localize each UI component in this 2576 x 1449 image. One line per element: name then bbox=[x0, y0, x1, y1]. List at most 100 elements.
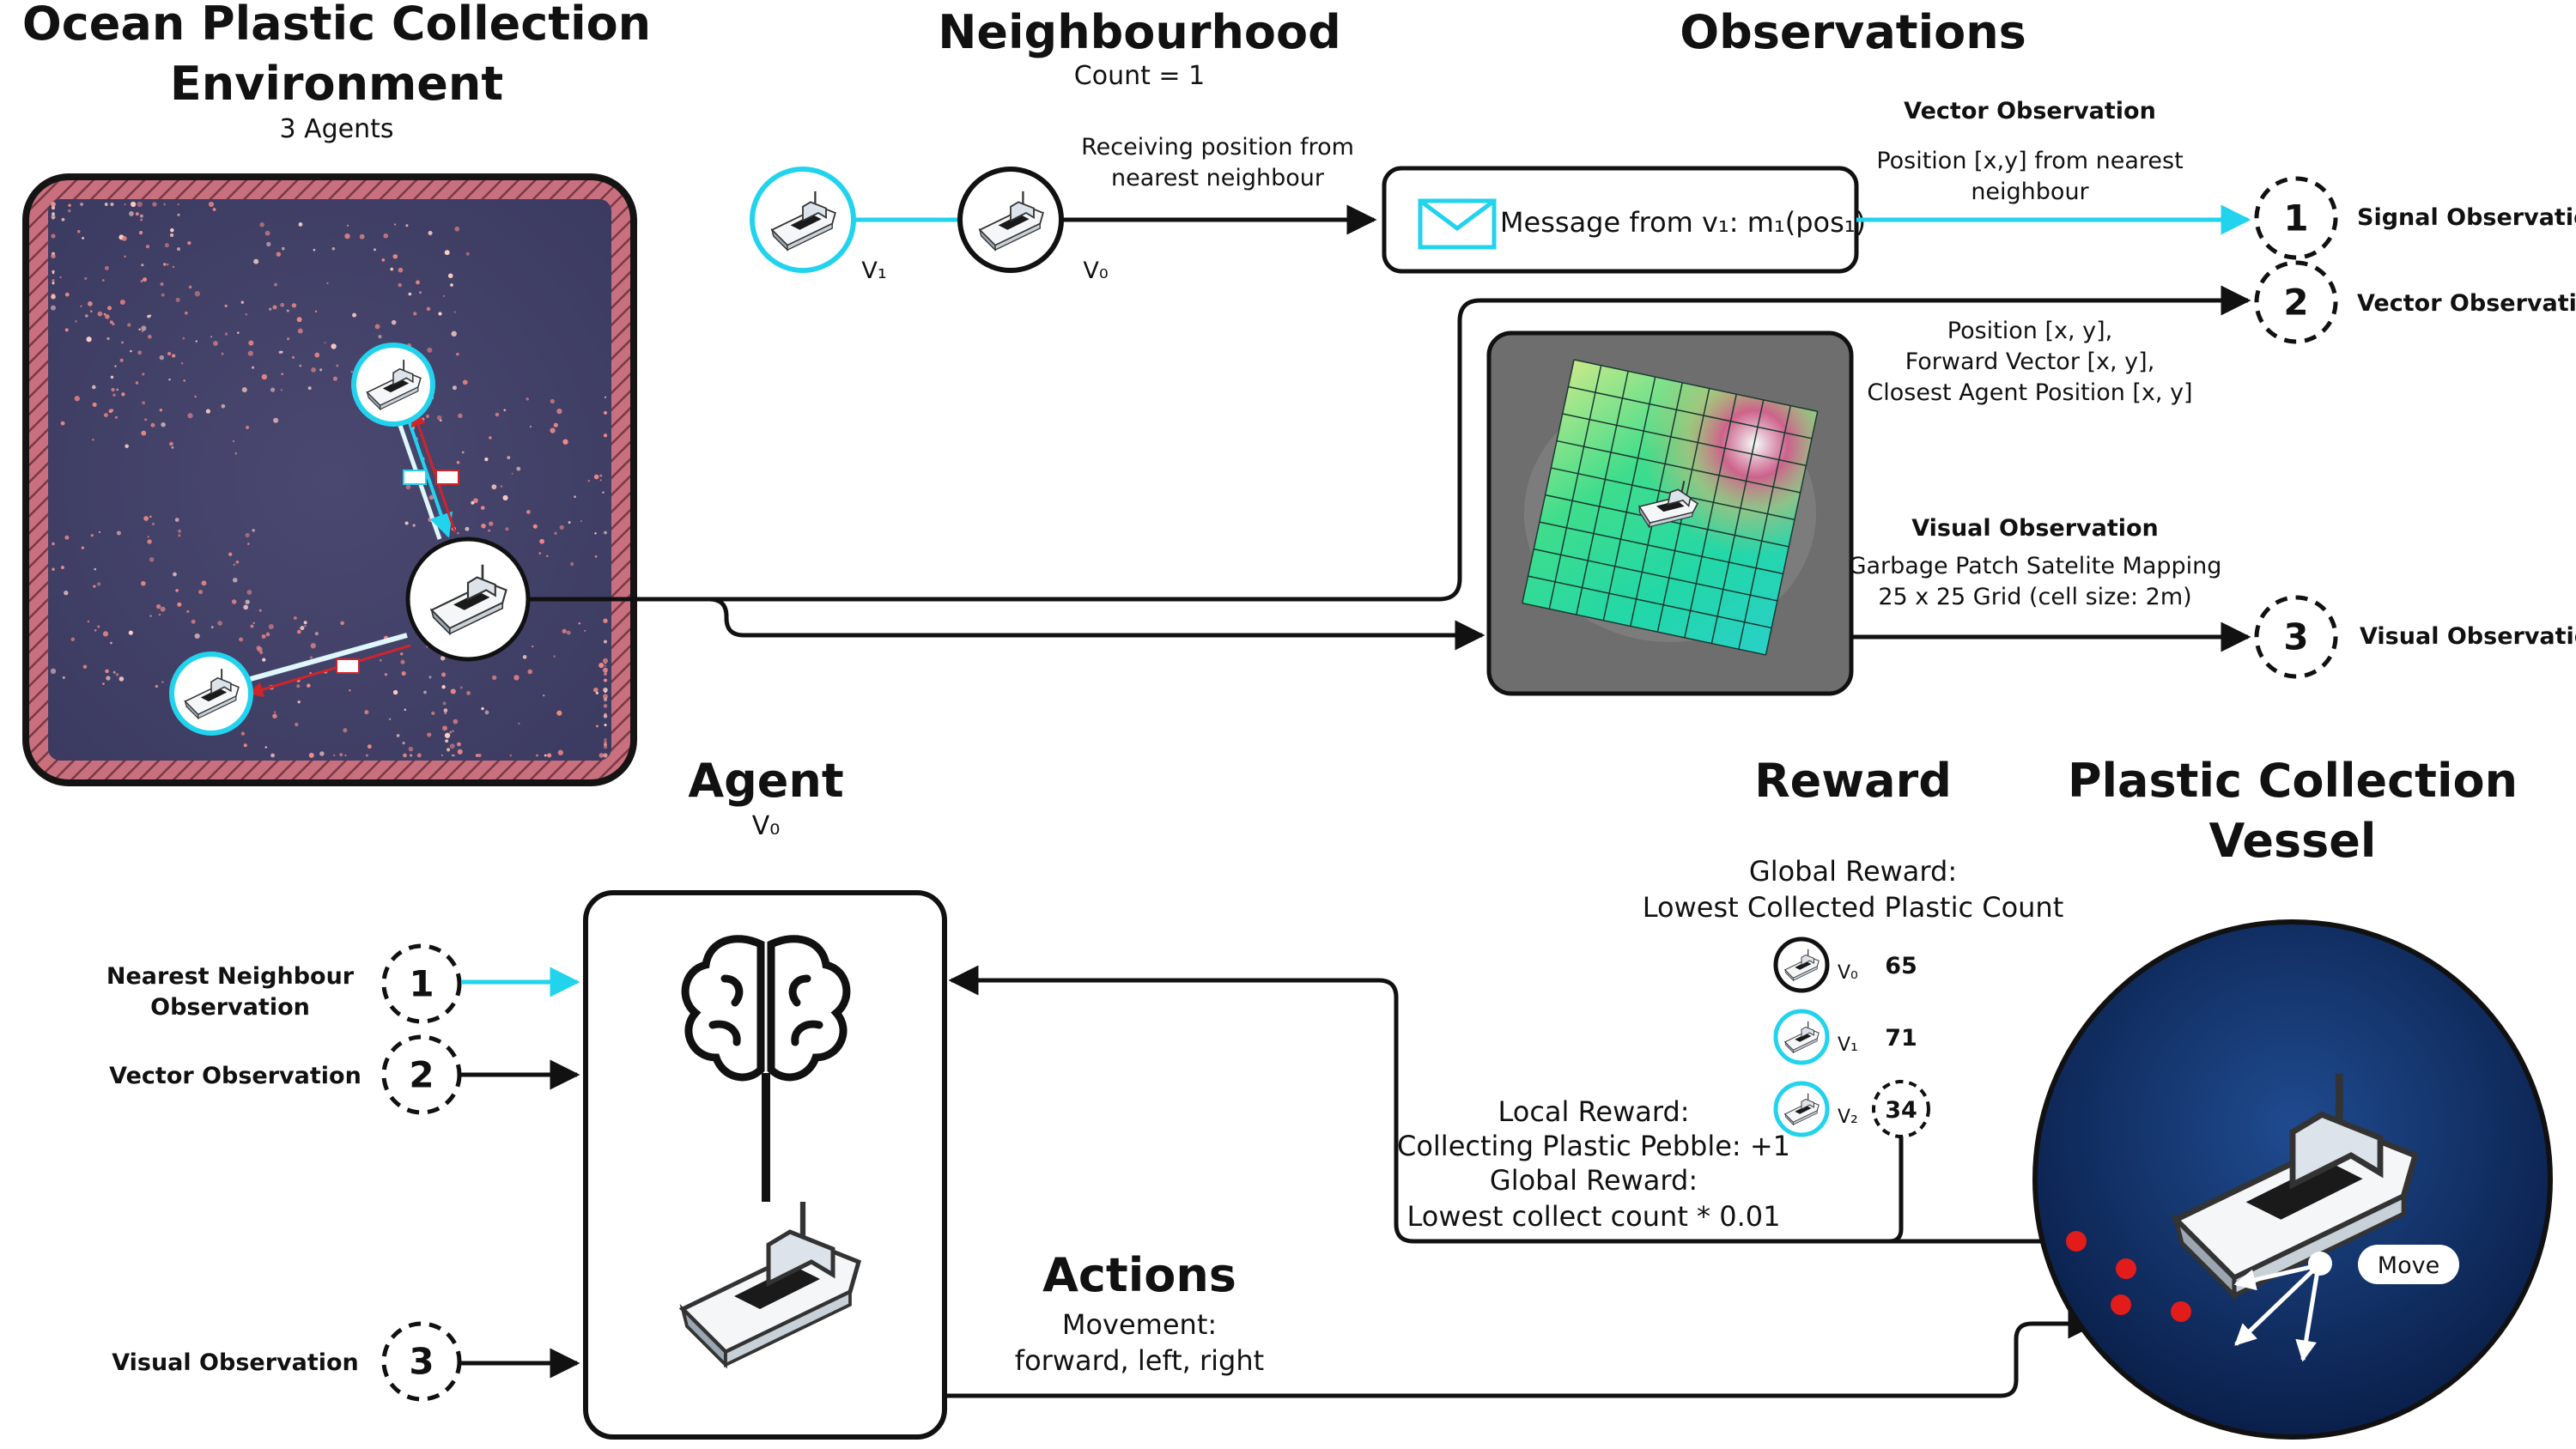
message-box: Message from v₁: m₁(pos₁) bbox=[1382, 166, 1866, 274]
plastic-particle bbox=[232, 440, 235, 443]
plastic-particle bbox=[340, 621, 344, 626]
plastic-particle bbox=[364, 710, 369, 715]
plastic-particle bbox=[281, 373, 283, 375]
plastic-particle bbox=[97, 311, 103, 317]
plastic-particle bbox=[295, 722, 299, 727]
plastic-particle bbox=[527, 669, 533, 675]
environment-agent-v2 bbox=[169, 652, 253, 736]
plastic-particle bbox=[331, 343, 337, 349]
visual-observation-desc-line1: Garbage Patch Satelite Mapping bbox=[1849, 553, 2222, 579]
plastic-particle bbox=[265, 632, 270, 637]
plastic-particle bbox=[427, 347, 433, 353]
plastic-particle bbox=[50, 668, 57, 675]
plastic-particle bbox=[456, 460, 460, 464]
plastic-particle bbox=[161, 293, 165, 297]
plastic-particle bbox=[603, 678, 608, 682]
plastic-particle bbox=[296, 684, 301, 688]
plastic-particle bbox=[314, 631, 319, 636]
local-reward-line2: Collecting Plastic Pebble: +1 bbox=[1397, 1130, 1790, 1162]
plastic-particle bbox=[399, 652, 404, 656]
plastic-particle bbox=[245, 599, 250, 604]
plastic-particle bbox=[440, 754, 444, 757]
plastic-particle bbox=[453, 754, 456, 757]
plastic-particle bbox=[143, 277, 148, 282]
plastic-particle bbox=[502, 494, 508, 501]
plastic-particle bbox=[522, 655, 527, 659]
plastic-particle bbox=[374, 324, 380, 330]
plastic-particle bbox=[604, 737, 607, 742]
plastic-particle bbox=[441, 685, 446, 689]
plastic-particle bbox=[388, 718, 392, 720]
plastic-particle bbox=[505, 527, 509, 531]
plastic-particle bbox=[495, 412, 500, 417]
plastic-particle bbox=[598, 753, 605, 758]
plastic-particle bbox=[526, 397, 529, 401]
vector-observation-2-line3: Closest Agent Position [x, y] bbox=[1867, 379, 2192, 406]
plastic-particle bbox=[276, 252, 282, 257]
plastic-particle bbox=[111, 387, 115, 392]
plastic-particle bbox=[381, 258, 386, 262]
plastic-particle bbox=[367, 744, 372, 749]
plastic-particle bbox=[587, 479, 591, 482]
plastic-particle bbox=[121, 392, 125, 397]
plastic-particle bbox=[162, 263, 167, 266]
plastic-particle bbox=[177, 213, 180, 216]
plastic-particle bbox=[311, 367, 316, 373]
local-reward-line4: Lowest collect count * 0.01 bbox=[1407, 1200, 1781, 1233]
reward-row-v0-agent: V₀ bbox=[1838, 962, 1858, 984]
plastic-particle bbox=[423, 690, 427, 694]
plastic-particle bbox=[603, 640, 608, 644]
grid-line bbox=[1684, 394, 1737, 639]
plastic-particle bbox=[194, 290, 201, 297]
actions-line2: forward, left, right bbox=[1015, 1344, 1264, 1377]
plastic-particle bbox=[64, 591, 69, 596]
plastic-particle bbox=[604, 396, 607, 398]
plastic-particle bbox=[291, 303, 297, 308]
plastic-particle bbox=[52, 542, 55, 546]
plastic-particle bbox=[138, 230, 143, 235]
plastic-particle bbox=[603, 667, 608, 673]
plastic-particle bbox=[603, 687, 608, 693]
plastic-particle bbox=[155, 684, 159, 688]
plastic-particle bbox=[184, 311, 188, 315]
plastic-particle bbox=[603, 694, 608, 700]
plastic-particle bbox=[61, 566, 64, 570]
plastic-particle bbox=[447, 273, 453, 279]
plastic-particle bbox=[231, 599, 237, 604]
plastic-particle bbox=[240, 300, 244, 304]
plastic-particle bbox=[217, 621, 222, 626]
plastic-particle bbox=[444, 712, 447, 715]
plastic-particle bbox=[598, 663, 605, 669]
plastic-particle bbox=[188, 285, 192, 289]
plastic-particle bbox=[489, 521, 494, 526]
plastic-particle bbox=[261, 634, 266, 639]
plastic-particle bbox=[106, 676, 111, 681]
plastic-particle bbox=[413, 312, 417, 316]
plastic-particle bbox=[509, 754, 513, 757]
grid-line bbox=[1568, 385, 1813, 440]
plastic-particle bbox=[425, 414, 430, 418]
plastic-particle bbox=[412, 524, 416, 527]
plastic-particle bbox=[554, 531, 557, 535]
vessel-title-line2: Vessel bbox=[2209, 814, 2377, 868]
plastic-particle bbox=[211, 626, 214, 628]
reward-global-line1: Global Reward: bbox=[1749, 855, 1957, 888]
plastic-particle bbox=[194, 395, 197, 398]
plastic-particle bbox=[444, 732, 451, 738]
plastic-particle bbox=[139, 214, 143, 218]
reward-title: Reward bbox=[1754, 754, 1952, 808]
plastic-particle bbox=[274, 282, 277, 287]
plastic-particle bbox=[344, 754, 347, 757]
agent-subtitle: V₀ bbox=[752, 811, 781, 841]
plastic-particle bbox=[594, 555, 598, 558]
plastic-particle bbox=[208, 201, 215, 208]
plastic-particle bbox=[602, 491, 605, 494]
visual-observation-header: Visual Observation bbox=[1911, 515, 2159, 542]
plastic-particle bbox=[141, 580, 146, 586]
plastic-particle bbox=[313, 248, 316, 252]
plastic-particle bbox=[129, 211, 134, 216]
plastic-particle bbox=[77, 230, 81, 233]
plastic-particle bbox=[253, 258, 259, 264]
plastic-particle bbox=[141, 264, 144, 267]
plastic-particle bbox=[465, 526, 470, 531]
